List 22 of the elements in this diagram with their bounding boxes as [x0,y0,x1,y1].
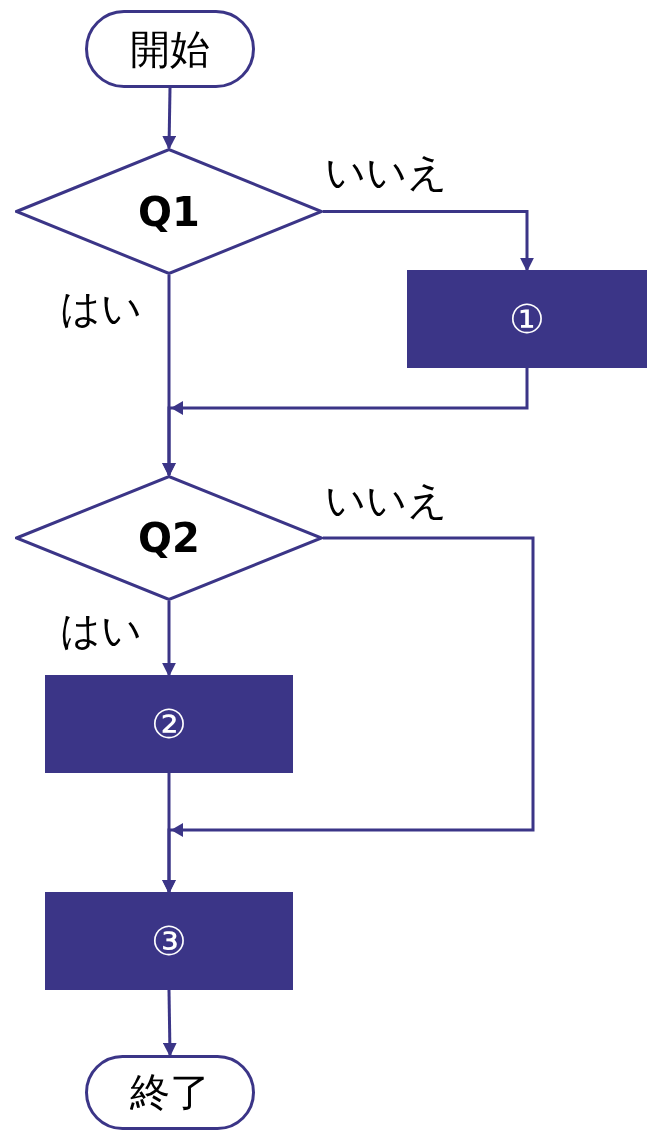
decision-diamond [15,148,323,275]
arrow [162,601,176,677]
node-label: 終了 [130,1068,210,1117]
node-label: 開始 [130,24,210,74]
decision-diamond [15,475,323,601]
process-box [45,892,293,990]
arrow [162,368,529,477]
node-label: Q1 [138,188,200,235]
edge-label: いいえ [325,152,448,192]
edge-label: はい [60,288,142,328]
process-box [407,270,647,368]
node-label: Q2 [138,515,200,561]
arrow [162,989,177,1057]
edge-label: いいえ [325,480,448,520]
node-label: ② [151,701,187,747]
arrow [162,87,177,150]
arrow [323,210,534,272]
node-label: ① [509,296,545,342]
node-label: ③ [151,918,187,964]
arrow [162,773,176,894]
process-box [45,675,293,773]
edge-label: はい [60,610,142,650]
